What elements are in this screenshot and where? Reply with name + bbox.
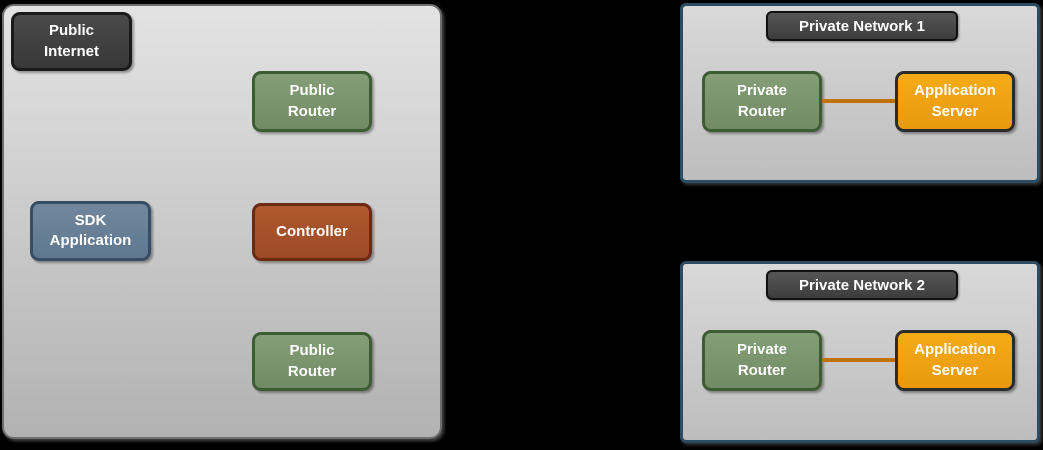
node-public-router-top: Public Router [252,71,372,132]
private-network-2-title: Private Network 2 [766,270,958,300]
public-zone: Public Internet Public Router SDK Applic… [2,4,442,439]
private-network-1-zone: Private Network 1 Private Router Applica… [680,3,1040,183]
node-public-internet: Public Internet [11,12,132,71]
private-network-1-title: Private Network 1 [766,11,958,41]
node-sdk-application: SDK Application [30,201,151,261]
node-application-server-1: Application Server [895,71,1015,132]
node-private-router-2: Private Router [702,330,822,391]
node-public-router-bottom: Public Router [252,332,372,391]
node-controller: Controller [252,203,372,261]
node-application-server-2: Application Server [895,330,1015,391]
node-private-router-1: Private Router [702,71,822,132]
router-server-link-1 [822,99,895,103]
router-server-link-2 [822,358,895,362]
private-network-2-zone: Private Network 2 Private Router Applica… [680,261,1040,443]
